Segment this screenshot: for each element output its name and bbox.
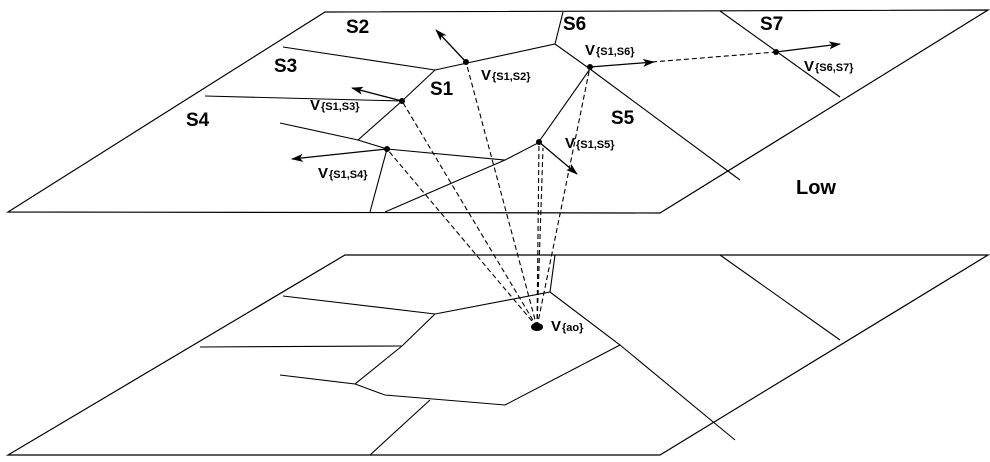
lower-s2-s6-boundary	[549, 254, 556, 293]
projection-to-s1-s3	[401, 100, 538, 328]
lower-s6-s7-boundary	[719, 254, 841, 341]
projection-to-s1-s2	[465, 61, 538, 328]
link-s1-s6-to-s6-s7	[651, 51, 777, 63]
s2-s6-boundary	[554, 11, 564, 45]
point-s6-s7	[773, 49, 779, 55]
region-labels: S2 S6 S7 S3 S1 S4 S5 Low	[186, 14, 836, 199]
layer-label-low: Low	[796, 177, 836, 199]
region-label-s3: S3	[274, 56, 297, 77]
velocity-label-s1-s3: V{S1,S3}	[310, 97, 360, 114]
arrow-s1-s5	[538, 141, 578, 175]
point-s1-s6	[587, 64, 593, 70]
s5-s6-boundary	[589, 68, 741, 181]
point-s1-s2	[463, 59, 469, 65]
projection-lines	[386, 51, 777, 328]
projection-to-s1-s6	[536, 66, 591, 328]
s2-s3-boundary	[282, 46, 436, 71]
velocity-label-s1-s6: V{S1,S6}	[585, 42, 635, 59]
s4-s0-boundary	[369, 148, 388, 213]
arrow-s6-s7	[775, 41, 841, 53]
region-label-s1: S1	[430, 79, 454, 100]
arrow-s1-s3	[351, 86, 403, 102]
lower-s1-boundary	[353, 291, 622, 406]
velocity-label-s1-s2: V{S1,S2}	[481, 67, 531, 84]
s5-s0-boundary	[384, 159, 506, 213]
region-label-s4: S4	[186, 110, 210, 131]
lower-s3-s4-boundary	[199, 345, 403, 348]
velocity-labels: V{S1,S2} V{S1,S6} V{S6,S7} V{S1,S3} V{S1…	[310, 42, 854, 335]
s4-s1-boundary	[279, 122, 359, 141]
upper-region-boundaries	[204, 10, 841, 213]
region-label-s5: S5	[611, 108, 635, 129]
upper-plane	[5, 9, 990, 214]
region-label-s6: S6	[563, 14, 586, 35]
lower-s2-s3-boundary	[282, 295, 436, 315]
arrow-s1-s6	[589, 58, 655, 68]
upper-plane-outline	[5, 9, 990, 214]
velocity-label-s6-s7: V{S6,S7}	[804, 58, 854, 75]
s1-boundary	[356, 43, 591, 161]
arrow-s1-s4	[291, 148, 388, 162]
s3-s4-boundary	[204, 95, 403, 102]
origin-point	[531, 323, 543, 331]
point-s1-s4	[384, 146, 390, 152]
arrow-s1-s2	[435, 29, 467, 63]
velocity-label-s1-s4: V{S1,S4}	[318, 165, 368, 182]
projection-to-s1-s4	[386, 148, 538, 328]
point-s1-s3	[399, 98, 405, 104]
velocity-label-origin: V{ao}	[551, 318, 584, 335]
s6-s7-boundary	[719, 10, 841, 98]
lower-region-boundaries	[199, 254, 841, 456]
projection-to-s1-s5-b	[536, 147, 544, 328]
region-label-s7: S7	[760, 14, 783, 35]
region-label-s2: S2	[346, 17, 369, 38]
lower-s5-s6-boundary	[619, 344, 736, 441]
boundary-points	[384, 49, 779, 331]
lower-s4-s0-boundary	[369, 399, 431, 456]
projection-to-s1-s5	[536, 141, 540, 328]
point-s1-s5	[536, 139, 542, 145]
lower-s4-boundary	[279, 374, 356, 385]
lower-plane	[5, 254, 990, 456]
velocity-label-s1-s5: V{S1,S5}	[565, 135, 615, 152]
velocity-arrows	[291, 29, 841, 175]
lower-plane-outline	[5, 254, 990, 456]
